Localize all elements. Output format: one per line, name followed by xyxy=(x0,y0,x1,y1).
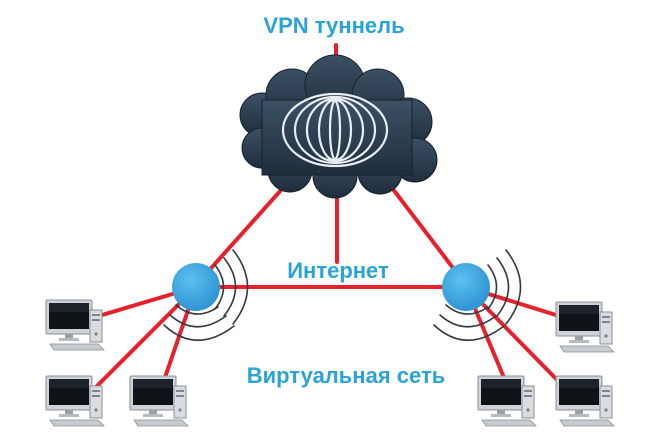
vpn-tunnel-label: VPN туннель xyxy=(263,13,404,38)
virtual-network-label: Виртуальная сеть xyxy=(247,363,446,388)
computer-right-top xyxy=(555,301,615,353)
wireless-signal-icon-left xyxy=(163,249,249,342)
link-cloud-left-node xyxy=(194,178,292,287)
computer-right-middle xyxy=(477,375,537,427)
network-node-right xyxy=(442,263,490,311)
computer-right-bottom xyxy=(555,375,615,427)
link-left-pc2 xyxy=(86,285,198,397)
internet-label: Интернет xyxy=(287,258,389,283)
computer-left-bottom xyxy=(45,375,105,427)
link-right-pc3 xyxy=(464,285,572,395)
tunnel-globe-icon xyxy=(281,92,389,168)
computer-left-middle xyxy=(129,375,189,427)
computer-left-top xyxy=(45,299,105,351)
network-node-left xyxy=(172,263,220,311)
wireless-signal-icon-right xyxy=(433,249,522,342)
cloud-icon xyxy=(239,54,438,199)
